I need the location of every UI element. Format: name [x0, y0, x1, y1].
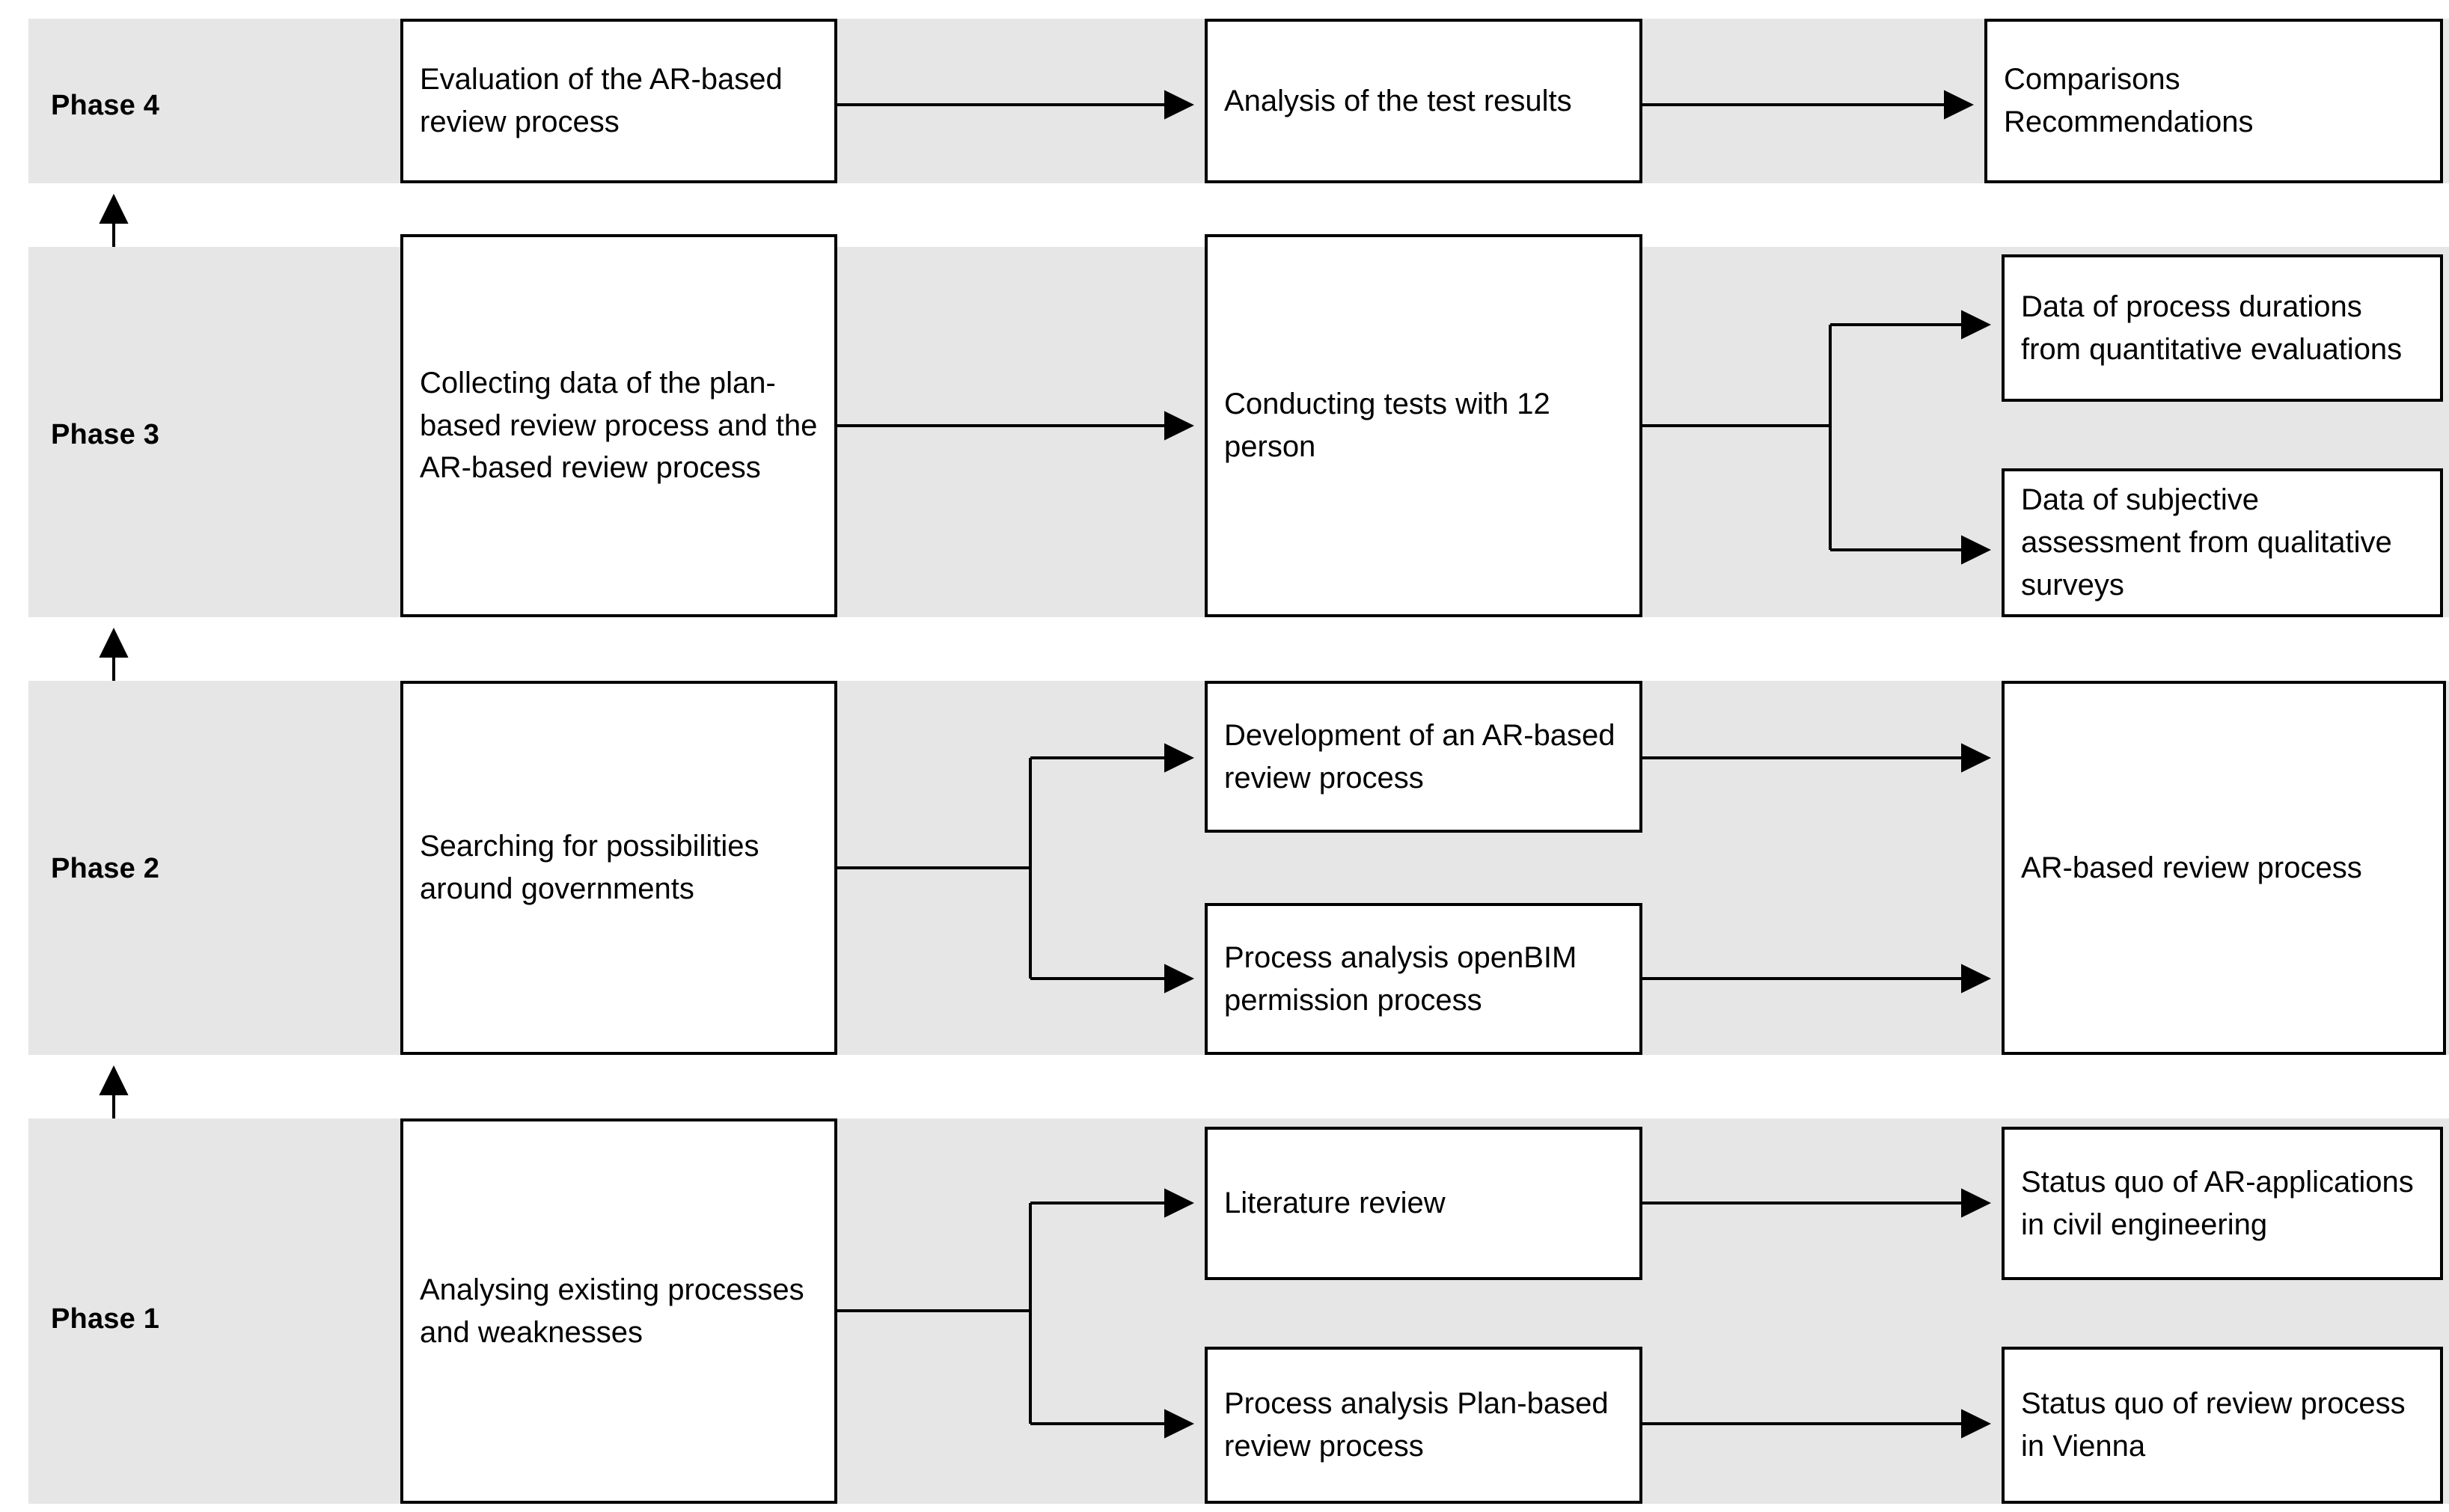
node-searching-possibilities-governments[interactable]: Searching for possibilities around gover… — [400, 681, 837, 1055]
node-label: Development of an AR-based review proces… — [1224, 718, 1615, 795]
node-label: Data of process durations from quantitat… — [2021, 290, 2403, 366]
phase-label-3: Phase 3 — [51, 419, 160, 450]
node-process-analysis-openbim[interactable]: Process analysis openBIM permission proc… — [1205, 903, 1642, 1055]
node-collecting-data-review-processes[interactable]: Collecting data of the plan-based review… — [400, 234, 837, 617]
node-label: Searching for possibilities around gover… — [420, 830, 759, 905]
node-literature-review[interactable]: Literature review — [1205, 1127, 1642, 1280]
node-label: Analysis of the test results — [1224, 84, 1572, 117]
phase-label-1: Phase 1 — [51, 1303, 160, 1335]
node-label: AR-based review process — [2021, 851, 2362, 884]
node-label: Data of subjective assessment from quali… — [2021, 483, 2392, 602]
node-evaluation-ar-review-process[interactable]: Evaluation of the AR-based review proces… — [400, 19, 837, 183]
node-analysing-existing-processes[interactable]: Analysing existing processes and weaknes… — [400, 1118, 837, 1504]
node-status-quo-ar-applications[interactable]: Status quo of AR-applications in civil e… — [2002, 1127, 2443, 1280]
node-label: Evaluation of the AR-based review proces… — [420, 63, 783, 138]
node-process-analysis-plan-based[interactable]: Process analysis Plan-based review proce… — [1205, 1347, 1642, 1504]
node-comparisons-recommendations[interactable]: Comparisons Recommendations — [1984, 19, 2443, 183]
node-label: Status quo of AR-applications in civil e… — [2021, 1165, 2414, 1241]
node-development-ar-review-process[interactable]: Development of an AR-based review proces… — [1205, 681, 1642, 833]
node-data-process-durations[interactable]: Data of process durations from quantitat… — [2002, 254, 2443, 402]
node-analysis-test-results[interactable]: Analysis of the test results — [1205, 19, 1642, 183]
node-label: Collecting data of the plan-based review… — [420, 366, 818, 485]
phase-label-4: Phase 4 — [51, 90, 160, 121]
node-label: Status quo of review process in Vienna — [2021, 1387, 2406, 1463]
node-status-quo-review-process-vienna[interactable]: Status quo of review process in Vienna — [2002, 1347, 2443, 1504]
node-ar-based-review-process[interactable]: AR-based review process — [2002, 681, 2446, 1055]
node-label: Process analysis openBIM permission proc… — [1224, 940, 1577, 1017]
phase-label-2: Phase 2 — [51, 853, 160, 884]
node-label: Analysing existing processes and weaknes… — [420, 1273, 804, 1349]
node-label: Process analysis Plan-based review proce… — [1224, 1387, 1609, 1463]
node-label: Comparisons Recommendations — [2004, 63, 2254, 138]
node-label: Literature review — [1224, 1187, 1446, 1220]
node-label: Conducting tests with 12 person — [1224, 388, 1550, 463]
node-conducting-tests[interactable]: Conducting tests with 12 person — [1205, 234, 1642, 617]
node-data-subjective-assessment[interactable]: Data of subjective assessment from quali… — [2002, 468, 2443, 617]
